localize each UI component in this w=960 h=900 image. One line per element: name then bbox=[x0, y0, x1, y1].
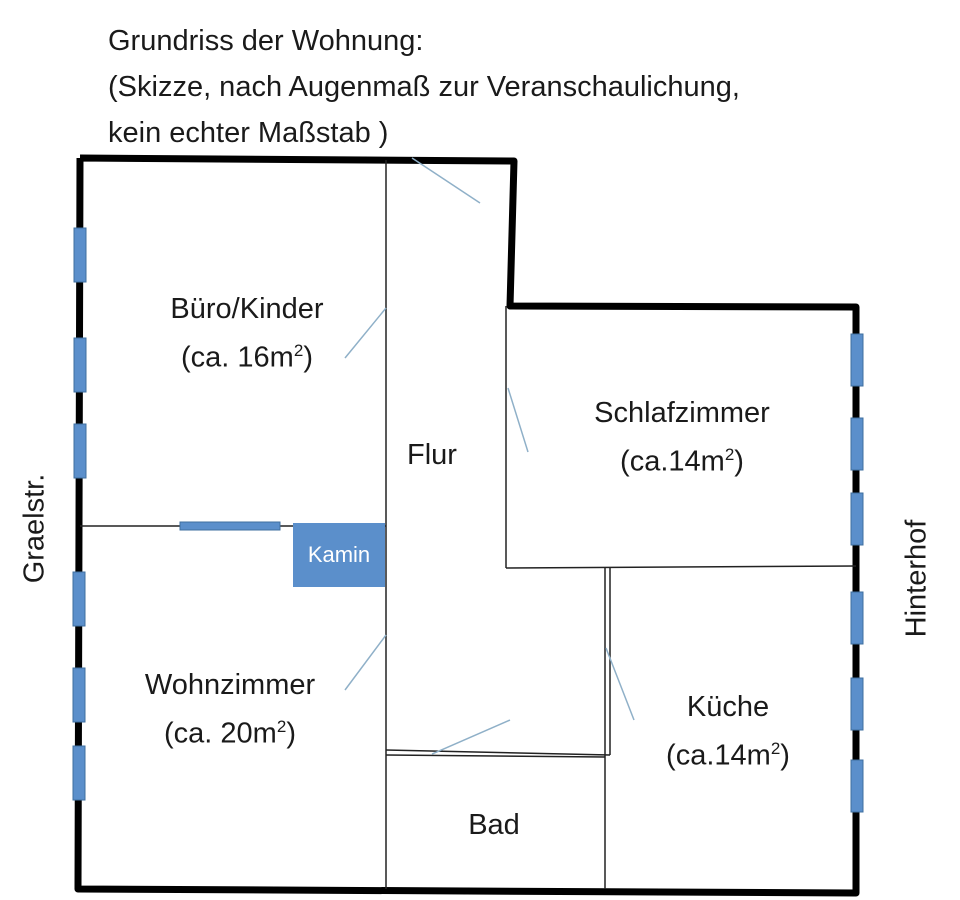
window-right-4 bbox=[850, 591, 864, 645]
window-right-2 bbox=[850, 417, 864, 471]
windows-right bbox=[850, 333, 864, 813]
door-bad bbox=[431, 719, 511, 755]
room-flur-name: Flur bbox=[407, 439, 457, 471]
street-label: Graelstr. bbox=[18, 473, 51, 584]
door-wohnzimmer bbox=[344, 634, 387, 691]
room-wohnzimmer: Wohnzimmer (ca. 20m2) bbox=[112, 664, 348, 755]
room-bad: Bad bbox=[444, 804, 544, 846]
door-entrance bbox=[411, 157, 481, 204]
window-left-3 bbox=[73, 423, 87, 479]
wall-flur-bad-b bbox=[385, 754, 606, 758]
room-kueche-name: Küche bbox=[686, 691, 770, 723]
interior-window bbox=[179, 521, 281, 531]
room-buero-area: (ca. 16m2) bbox=[181, 341, 313, 374]
window-left-4 bbox=[72, 571, 86, 627]
window-left-5 bbox=[72, 667, 86, 723]
doors bbox=[344, 157, 635, 755]
courtyard-label: Hinterhof bbox=[900, 519, 933, 638]
room-schlafzimmer-name: Schlafzimmer bbox=[594, 397, 770, 429]
window-right-3 bbox=[850, 492, 864, 546]
plan-title: Grundriss der Wohnung: (Skizze, nach Aug… bbox=[108, 18, 740, 156]
title-line-3: kein echter Maßstab ) bbox=[108, 117, 389, 149]
room-schlafzimmer-area: (ca.14m2) bbox=[620, 445, 744, 478]
room-wohnzimmer-area: (ca. 20m2) bbox=[164, 717, 296, 750]
window-right-1 bbox=[850, 333, 864, 387]
interior-walls bbox=[80, 160, 857, 889]
room-flur: Flur bbox=[392, 434, 472, 476]
room-buero-name: Büro/Kinder bbox=[170, 293, 324, 325]
title-line-1: Grundriss der Wohnung: bbox=[108, 25, 424, 57]
wall-schlaf-kueche bbox=[505, 565, 857, 569]
room-kueche: Küche (ca.14m2) bbox=[636, 686, 820, 777]
room-bad-name: Bad bbox=[468, 809, 520, 841]
room-schlafzimmer: Schlafzimmer (ca.14m2) bbox=[562, 392, 802, 483]
windows-left bbox=[72, 227, 87, 801]
door-schlafzimmer bbox=[507, 387, 529, 453]
window-left-2 bbox=[73, 337, 87, 393]
title-line-2: (Skizze, nach Augenmaß zur Veranschaulic… bbox=[108, 71, 740, 103]
window-right-6 bbox=[850, 759, 864, 813]
outer-wall bbox=[74, 154, 860, 897]
room-kueche-area: (ca.14m2) bbox=[666, 739, 790, 772]
door-kueche bbox=[605, 647, 635, 721]
room-wohnzimmer-name: Wohnzimmer bbox=[144, 669, 316, 701]
window-left-1 bbox=[73, 227, 87, 283]
door-buero bbox=[344, 307, 387, 359]
window-right-5 bbox=[850, 677, 864, 731]
room-buero: Büro/Kinder (ca. 16m2) bbox=[132, 288, 362, 379]
wall-flur-bad-a bbox=[385, 749, 611, 756]
kamin-fixture: Kamin bbox=[293, 523, 385, 587]
window-left-6 bbox=[72, 745, 86, 801]
